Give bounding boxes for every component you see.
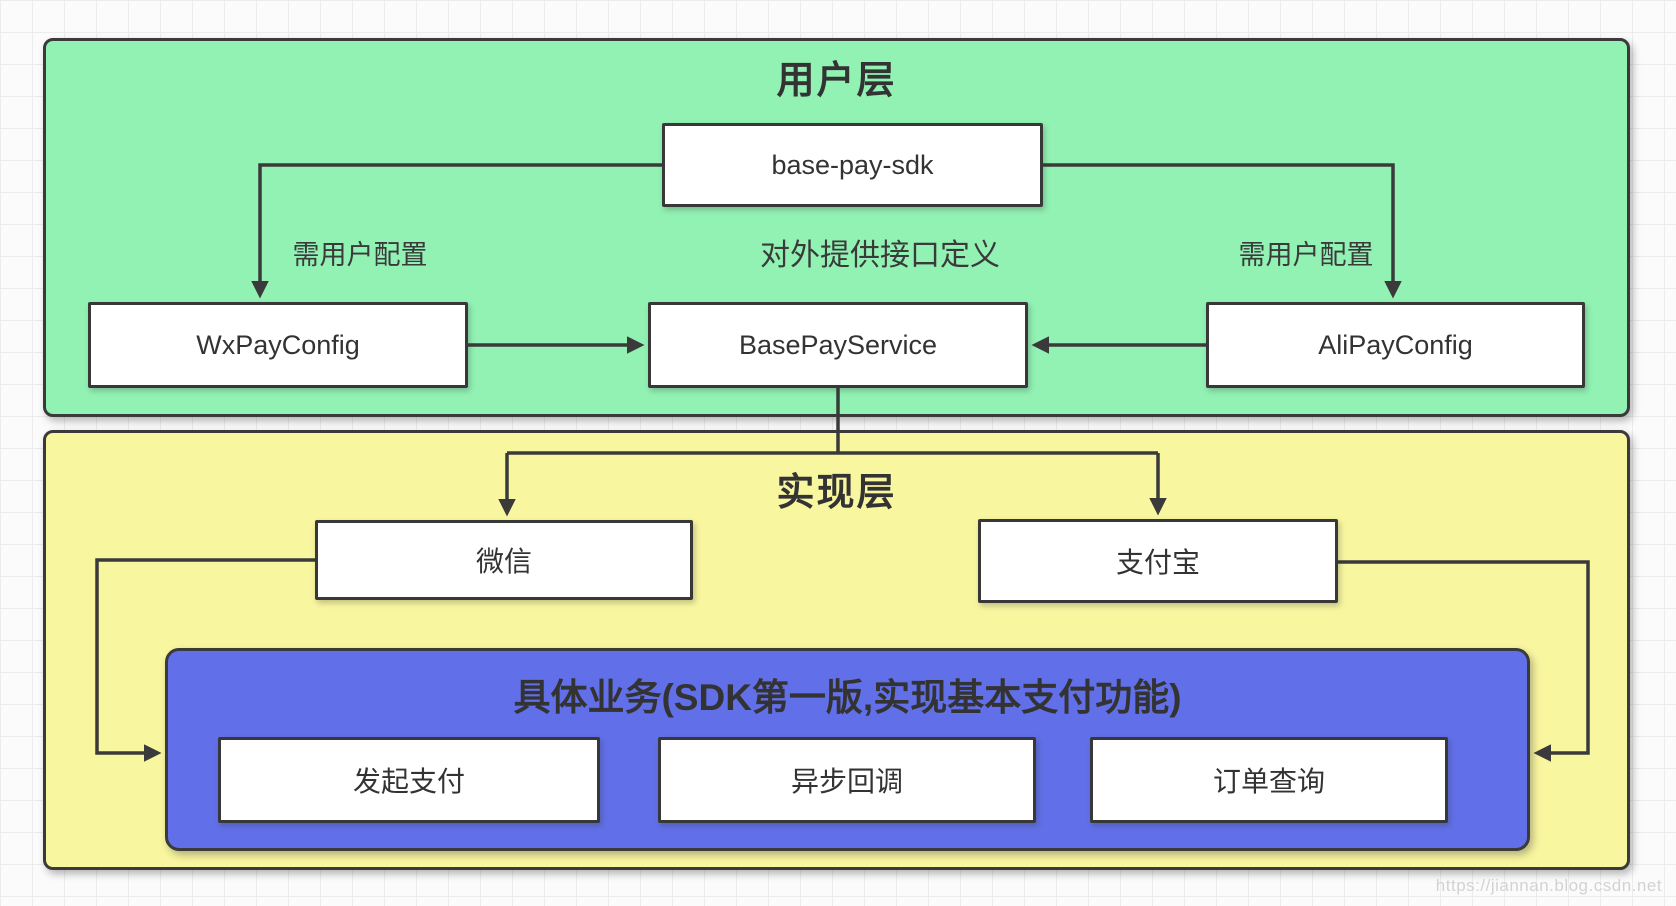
node-initiate-payment: 发起支付 xyxy=(218,737,600,823)
node-order-query: 订单查询 xyxy=(1090,737,1448,823)
node-alipayconfig: AliPayConfig xyxy=(1206,302,1585,388)
label-external-interface: 对外提供接口定义 xyxy=(760,239,1000,272)
node-async-callback: 异步回调 xyxy=(658,737,1036,823)
node-wechat: 微信 xyxy=(315,520,693,600)
label-ali-user-config: 需用户配置 xyxy=(1238,240,1374,270)
node-alipay: 支付宝 xyxy=(978,519,1338,603)
node-wxpayconfig: WxPayConfig xyxy=(88,302,468,388)
business-section-title: 具体业务(SDK第一版,实现基本支付功能) xyxy=(513,677,1182,718)
user-layer-title: 用户层 xyxy=(776,60,897,102)
impl-layer-title: 实现层 xyxy=(776,472,897,514)
watermark-url: https://jiannan.blog.csdn.net xyxy=(1435,876,1662,895)
node-base-pay-sdk: base-pay-sdk xyxy=(662,123,1043,207)
node-basepayservice: BasePayService xyxy=(648,302,1028,388)
label-wx-user-config: 需用户配置 xyxy=(292,240,428,270)
